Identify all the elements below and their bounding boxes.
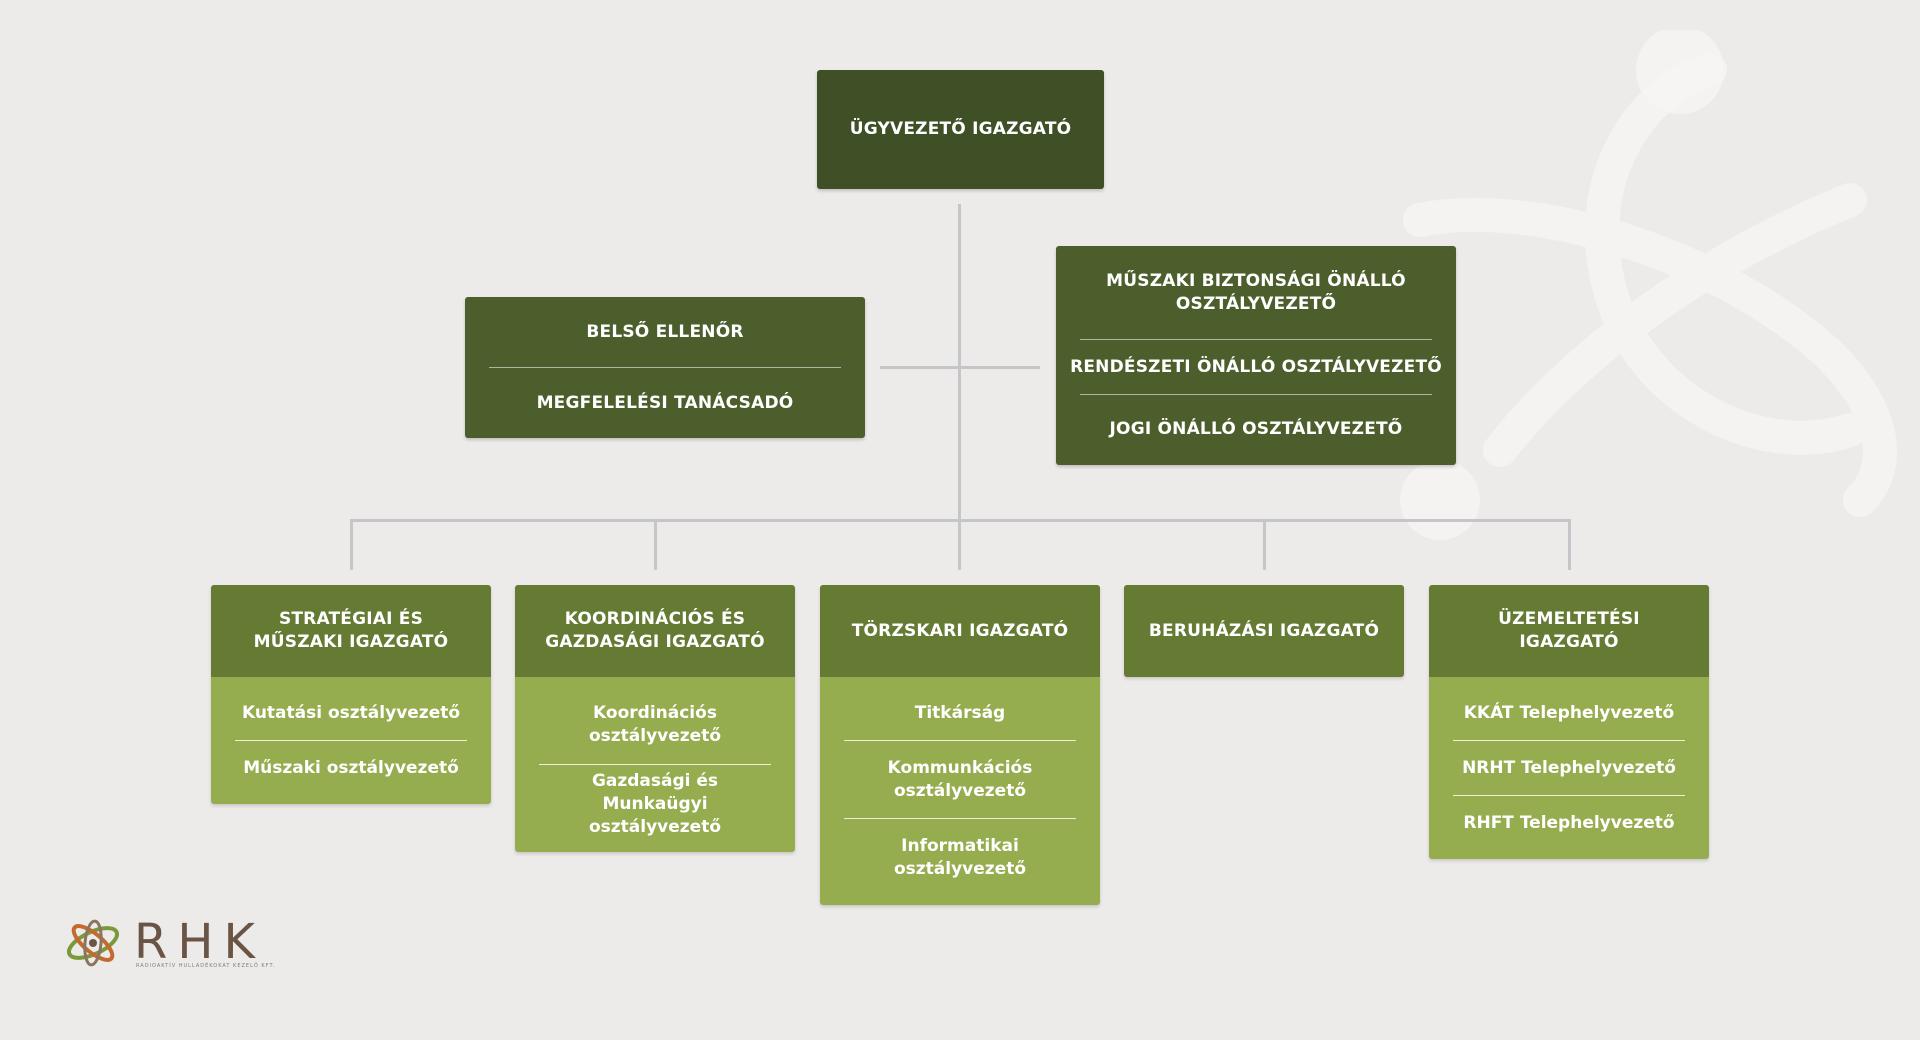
department-operations: ÜZEMELTETÉSI IGAZGATÓ KKÁT Telephelyveze… [1429, 585, 1709, 859]
unit-it: Informatikai osztályvezető [893, 835, 1027, 879]
department-coordination-economic: KOORDINÁCIÓS ÉS GAZDASÁGI IGAZGATÓ Koord… [515, 585, 795, 852]
unit-coordination: Koordinációs osztályvezető [588, 703, 722, 746]
unit-kkat-site: KKÁT Telephelyvezető [1463, 702, 1675, 723]
divider [1080, 394, 1432, 395]
divider [844, 818, 1076, 819]
connector-drop-4 [1263, 519, 1266, 570]
connector-staff-horizontal [880, 366, 1040, 369]
divider [489, 367, 841, 368]
department-units: Titkárság Kommunkációs osztályvezető Inf… [820, 677, 1100, 905]
unit-secretariat: Titkárság [914, 702, 1006, 723]
unit-rhft-site: RHFT Telephelyvezető [1463, 812, 1675, 833]
department-strategic-technical: STRATÉGIAI ÉS MŰSZAKI IGAZGATÓ Kutatási … [211, 585, 491, 804]
connector-drop-1 [350, 519, 353, 570]
atom-watermark-icon [1400, 30, 1897, 540]
unit-economic-labour: Gazdasági és Munkaügyi osztályvezető [588, 770, 722, 837]
department-units: Kutatási osztályvezető Műszaki osztályve… [211, 677, 491, 804]
divider [539, 764, 771, 765]
connector-trunk [958, 204, 961, 570]
internal-control-box: BELSŐ ELLENŐR MEGFELELÉSI TANÁCSADÓ [465, 297, 865, 438]
connector-drop-5 [1568, 519, 1571, 570]
connector-departments-horizontal [350, 519, 1571, 522]
unit-communication: Kommunkációs osztályvezető [887, 757, 1033, 801]
staff-role-security: RENDÉSZETI ÖNÁLLÓ OSZTÁLYVEZETŐ [1070, 356, 1442, 377]
logo-subtitle: RADIOAKTÍV HULLADÉKOKAT KEZELŐ KFT. [136, 963, 276, 969]
department-title: STRATÉGIAI ÉS MŰSZAKI IGAZGATÓ [211, 585, 491, 677]
logo-wordmark: RHK [134, 914, 265, 970]
department-investment: BERUHÁZÁSI IGAZGATÓ [1124, 585, 1404, 677]
staff-role-legal: JOGI ÖNÁLLÓ OSZTÁLYVEZETŐ [1109, 419, 1403, 439]
staff-role-compliance-advisor: MEGFELELÉSI TANÁCSADÓ [536, 392, 794, 413]
rhk-logo-icon [66, 919, 120, 967]
department-title: ÜZEMELTETÉSI IGAZGATÓ [1429, 585, 1709, 677]
unit-research: Kutatási osztályvezető [241, 702, 461, 723]
department-title: TÖRZSKARI IGAZGATÓ [820, 585, 1100, 677]
unit-nrht-site: NRHT Telephelyvezető [1462, 757, 1676, 778]
department-title: KOORDINÁCIÓS ÉS GAZDASÁGI IGAZGATÓ [515, 585, 795, 677]
divider [1453, 795, 1685, 796]
divider [844, 740, 1076, 741]
staff-role-technical-safety: MŰSZAKI BIZTONSÁGI ÖNÁLLÓ OSZTÁLYVEZETŐ [1106, 270, 1406, 314]
ceo-box: ÜGYVEZETŐ IGAZGATÓ [817, 70, 1104, 189]
staff-role-internal-auditor: BELSŐ ELLENŐR [586, 321, 744, 342]
connector-drop-2 [654, 519, 657, 570]
ceo-title: ÜGYVEZETŐ IGAZGATÓ [849, 119, 1072, 139]
divider [1453, 740, 1685, 741]
divider [235, 740, 467, 741]
independent-departments-box: MŰSZAKI BIZTONSÁGI ÖNÁLLÓ OSZTÁLYVEZETŐ … [1056, 246, 1456, 465]
department-units: Koordinációs osztályvezető Gazdasági és … [515, 677, 795, 852]
unit-technical: Műszaki osztályvezető [243, 757, 459, 778]
department-staff-office: TÖRZSKARI IGAZGATÓ Titkárság Kommunkáció… [820, 585, 1100, 905]
department-units: KKÁT Telephelyvezető NRHT Telephelyvezet… [1429, 677, 1709, 859]
department-title: BERUHÁZÁSI IGAZGATÓ [1124, 585, 1404, 677]
divider [1080, 339, 1432, 340]
